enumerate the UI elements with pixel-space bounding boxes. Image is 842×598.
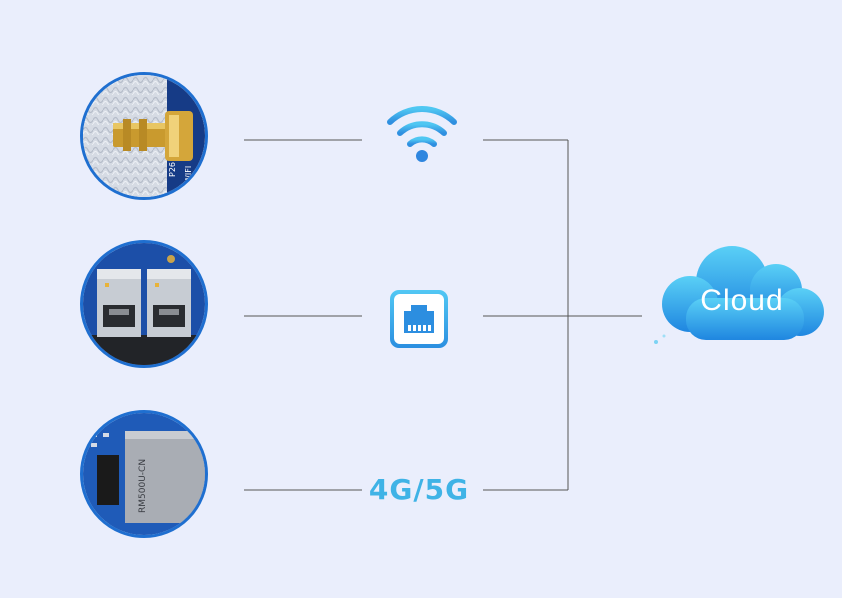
cloud-label: Cloud [700,284,784,317]
cellular-label: 4G/5G [368,473,470,506]
ethernet-ports-photo [80,240,208,368]
wifi-antenna-photo: P26 WIFI [80,72,208,200]
ethernet-port-icon [390,290,448,348]
cloud-icon [654,246,824,344]
cloud-node: Cloud [650,238,834,358]
pcb-silk-wifi: WIFI [184,166,193,183]
wifi-icon [387,106,457,162]
cellular-module-photo: RM500U-CN [80,410,208,538]
module-silk-model: RM500U-CN [138,459,148,513]
pcb-silk-p26: P26 [168,162,177,177]
